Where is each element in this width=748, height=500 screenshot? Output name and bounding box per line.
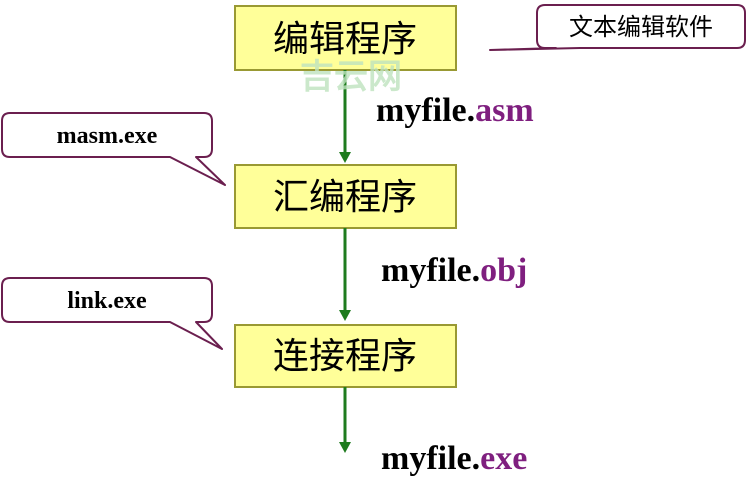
step-link-label: 连接程序	[273, 336, 417, 377]
step-assemble-label: 汇编程序	[273, 177, 417, 218]
step-link: 连接程序	[234, 324, 457, 388]
file-label-exe: myfile.exe	[381, 440, 527, 477]
file-label-asm-name: myfile.	[376, 92, 475, 129]
watermark: 吉云网	[300, 57, 402, 97]
callout-editor-text: 文本编辑软件	[569, 13, 713, 41]
flow-arrow-2-head	[339, 310, 351, 321]
step-edit-box	[234, 5, 457, 71]
callout-link-text: link.exe	[67, 288, 147, 314]
file-label-obj-name: myfile.	[381, 252, 480, 289]
callout-link-bubble	[1, 277, 223, 350]
step-edit-label: 编辑程序	[273, 19, 417, 60]
file-label-asm: myfile.asm	[376, 92, 534, 129]
callout-editor: 文本编辑软件	[489, 4, 746, 51]
callout-masm-text: masm.exe	[57, 123, 158, 149]
step-assemble-box	[234, 164, 457, 229]
file-label-obj: myfile.obj	[381, 252, 527, 289]
flow-arrow-2	[339, 228, 351, 321]
file-label-asm-ext: asm	[475, 92, 534, 129]
flow-arrow-1	[339, 70, 351, 163]
flow-arrow-3	[339, 387, 351, 453]
flow-arrow-1-head	[339, 152, 351, 163]
file-label-exe-name: myfile.	[381, 440, 480, 477]
callout-masm: masm.exe	[1, 112, 226, 186]
callout-editor-bubble	[489, 4, 746, 51]
step-edit: 编辑程序	[234, 5, 457, 71]
flow-arrow-3-head	[339, 442, 351, 453]
step-assemble: 汇编程序	[234, 164, 457, 229]
file-label-obj-ext: obj	[480, 252, 527, 289]
step-link-box	[234, 324, 457, 388]
callout-link: link.exe	[1, 277, 223, 350]
callout-masm-bubble	[1, 112, 226, 186]
file-label-exe-ext: exe	[480, 440, 527, 477]
